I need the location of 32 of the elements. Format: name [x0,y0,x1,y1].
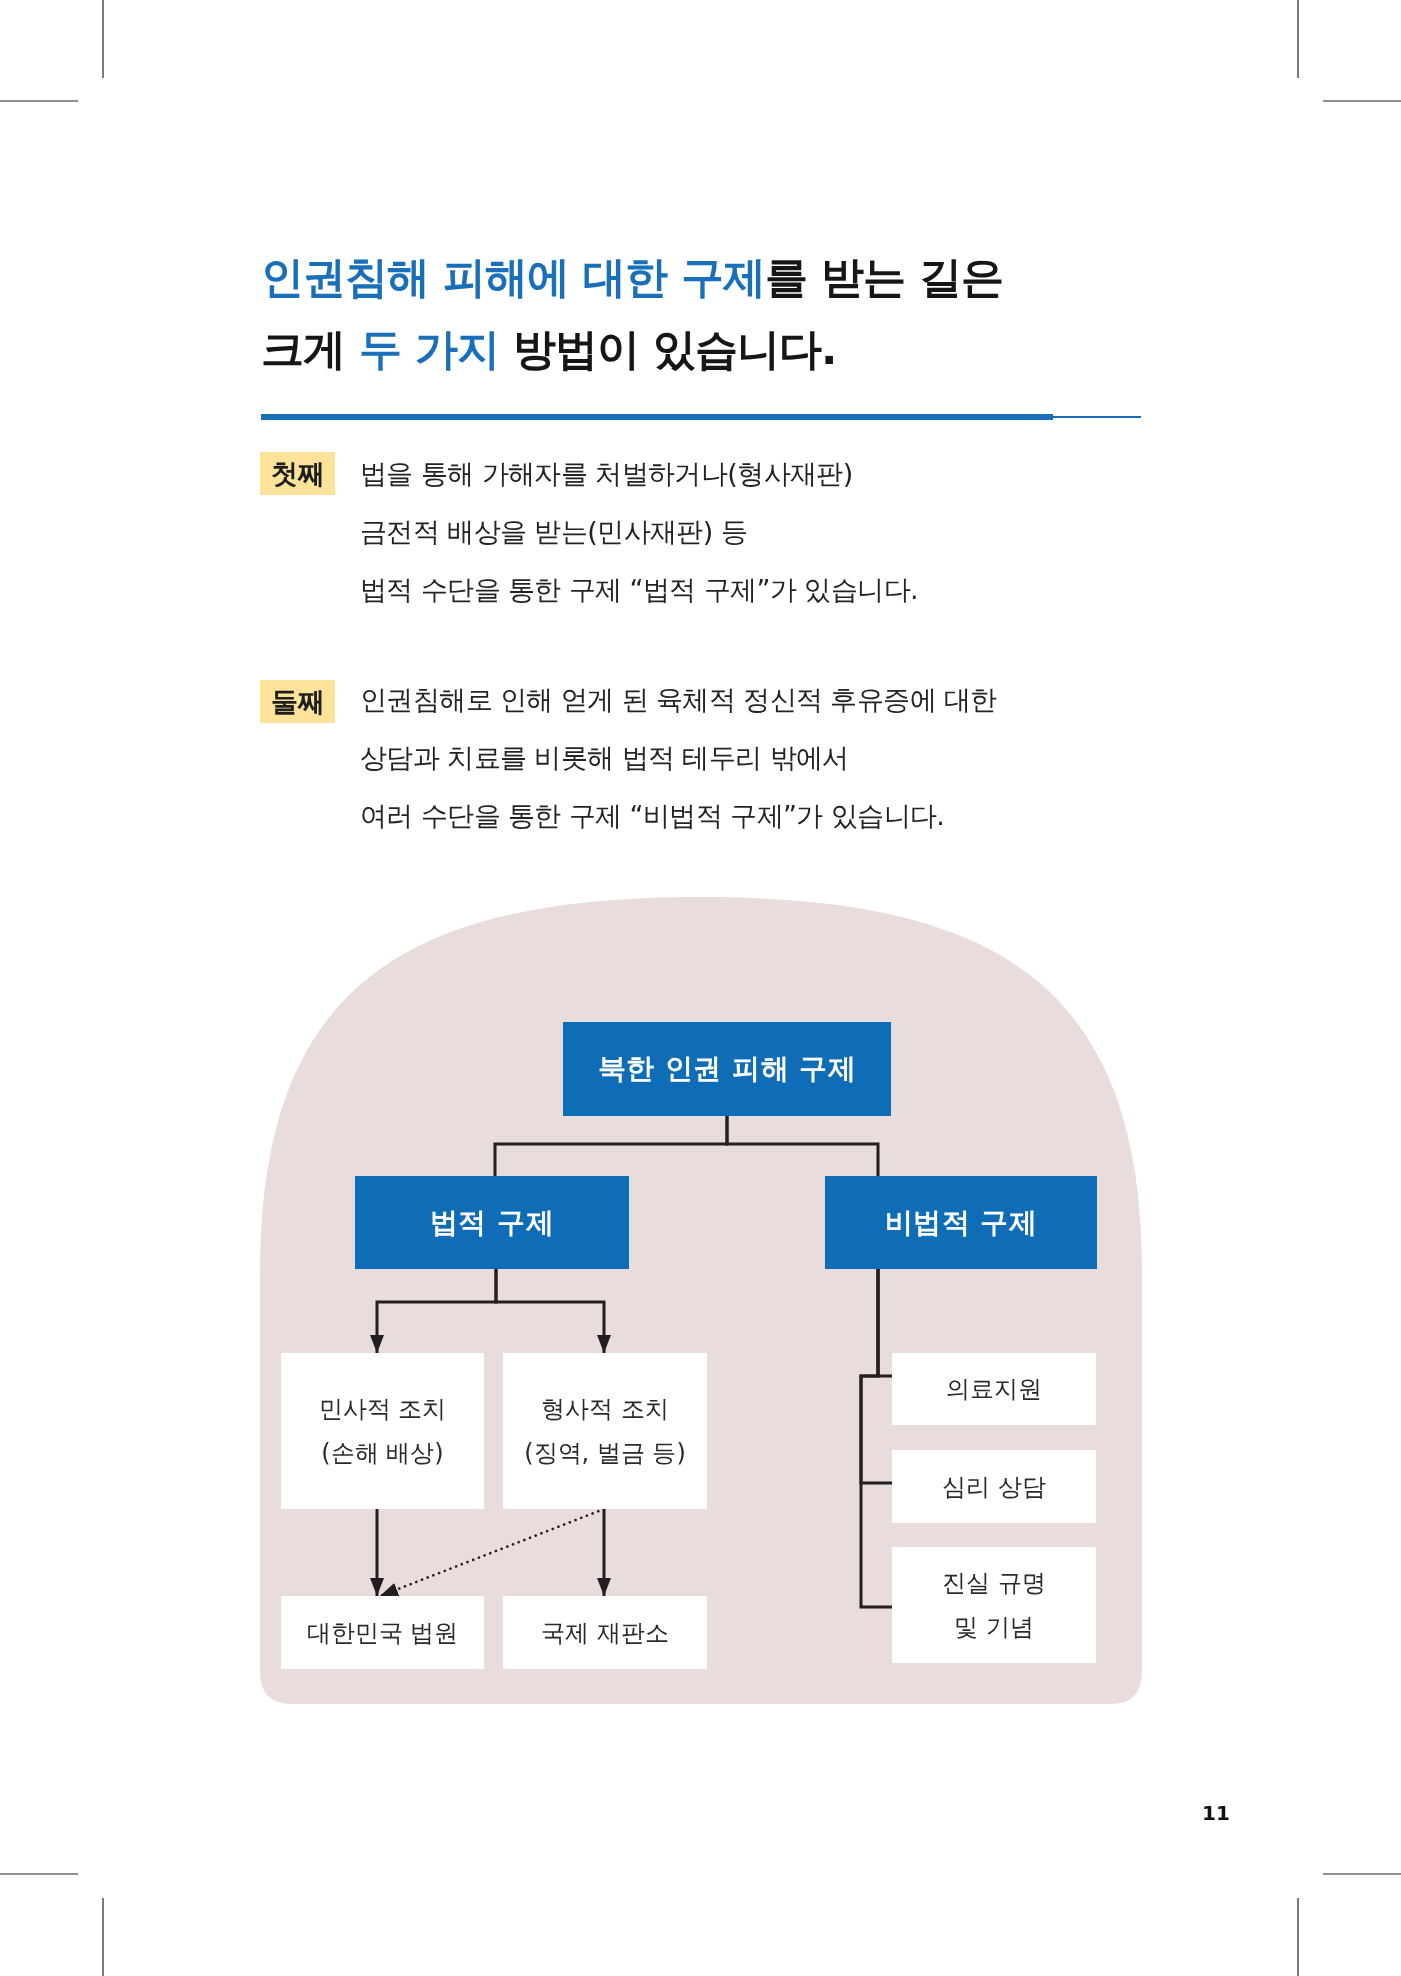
item-label: 국제 재판소 [541,1617,669,1649]
arrow [494,1269,611,1353]
item-box [892,1450,1096,1523]
item-box [503,1596,707,1669]
item-label: 형사적 조치 (징역, 벌금 등) [524,1394,686,1469]
item-box [503,1353,707,1509]
highlight-tag: 첫째 [260,452,335,495]
category-label: 법적 구제 [429,1204,555,1241]
item-box [281,1596,484,1669]
category-box [563,1022,891,1116]
item-label: 대한민국 법원 [306,1617,459,1649]
dotted-arrow [378,1507,606,1598]
item-box [892,1353,1096,1425]
item-label: 민사적 조치 (손해 배상) [318,1394,447,1469]
category-box [355,1176,629,1269]
item-label: 심리 상담 [942,1471,1046,1503]
item-label: 진실 규명 및 기념 [942,1568,1046,1643]
connector-line [725,1116,880,1176]
page-title: 인권침해 피해에 대한 구제를 받는 길은 크게 두 가지 방법이 있습니다. [261,251,1004,376]
item-box [892,1547,1096,1663]
page-number: 11 [1201,1800,1231,1826]
connector-line [859,1269,892,1609]
arrow [597,1509,611,1596]
paragraph: 인권침해로 인해 얻게 된 육체적 정신적 후유증에 대한 상담과 치료를 비롯해 법적 테두리 밖에서 여러 수단을 통한 구제 “비법적 구제”가 있습니다. [360,683,997,833]
item-box [281,1353,484,1509]
category-box [825,1176,1097,1269]
paragraph: 법을 통해 가해자를 처벌하거나(형사재판) 금전적 배상을 받는(민사재판) 등 법적 수단을 통한 구제 “법적 구제”가 있습니다. [360,457,918,607]
highlight-tag: 둘째 [260,680,335,723]
category-label: 북한 인권 피해 구제 [597,1051,857,1087]
category-label: 비법적 구제 [884,1204,1038,1241]
item-label: 의료지원 [946,1374,1042,1405]
arrow [370,1509,384,1596]
